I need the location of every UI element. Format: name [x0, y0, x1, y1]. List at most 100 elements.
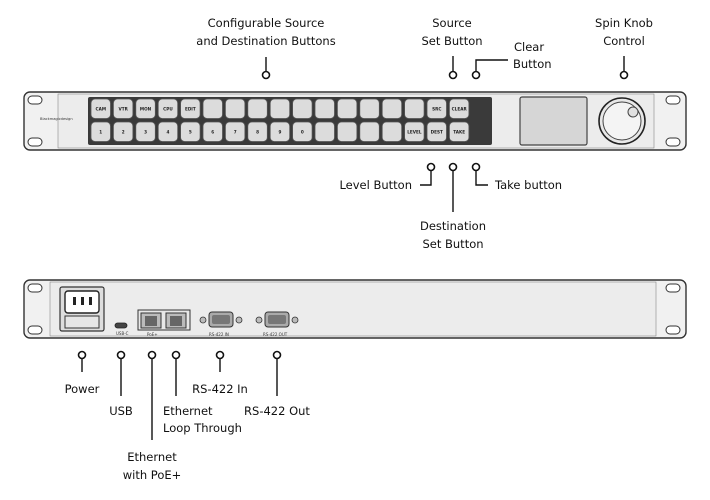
panel-button[interactable] [269, 121, 291, 142]
panel-button-label: EDIT [185, 106, 196, 111]
callout-source-set: Source Set Button [421, 16, 483, 80]
panel-button-label: CPU [163, 106, 173, 111]
panel-button[interactable] [180, 98, 201, 119]
svg-text:Spin Knob: Spin Knob [595, 16, 653, 30]
poe-label: PoE+ [147, 332, 158, 337]
svg-text:Level Button: Level Button [339, 178, 412, 192]
panel-button[interactable] [292, 121, 313, 142]
callout-spin-knob: Spin Knob Control [595, 16, 653, 80]
panel-button[interactable] [135, 121, 156, 142]
panel-button[interactable] [247, 121, 268, 142]
svg-text:Power: Power [65, 382, 100, 396]
front-panel: Blackmagicdesign CAM VTR MON CPU EDIT SRC CLEA… [23, 91, 687, 151]
svg-text:Take button: Take button [494, 178, 562, 192]
rack-hole [27, 283, 43, 293]
callout-ethernet-poe: Ethernet with PoE+ [123, 350, 181, 482]
svg-text:Button: Button [513, 57, 552, 71]
panel-button-label: SRC [432, 106, 441, 111]
panel-button[interactable] [404, 121, 425, 142]
back-panel: USB-C PoE+ RS-422 IN RS-422 OUT [23, 279, 687, 339]
callout-level: Level Button [339, 162, 436, 192]
panel-button[interactable] [314, 121, 335, 142]
panel-button-label: VTR [118, 106, 128, 111]
panel-button-label: DEST [431, 129, 443, 134]
svg-text:Set Button: Set Button [422, 237, 483, 251]
knob-dimple [627, 106, 639, 118]
rack-hole [665, 137, 681, 147]
panel-button[interactable] [359, 121, 380, 142]
rack-hole [665, 325, 681, 335]
panel-button-label: 6 [211, 129, 214, 134]
panel-button[interactable] [180, 121, 201, 142]
rs422-out-label: RS-422 OUT [263, 332, 288, 337]
lcd-screen [519, 96, 588, 146]
svg-text:Control: Control [603, 34, 645, 48]
panel-button-label: 1 [99, 129, 102, 134]
panel-button[interactable] [269, 98, 291, 119]
panel-button-label: MON [140, 106, 152, 111]
panel-button-label: LEVEL [407, 129, 422, 134]
svg-text:USB: USB [109, 404, 133, 418]
panel-button[interactable] [90, 98, 111, 119]
panel-button[interactable] [90, 121, 111, 142]
panel-button-label: TAKE [453, 129, 465, 134]
panel-button-label: 3 [144, 129, 147, 134]
panel-button[interactable] [224, 121, 246, 142]
panel-button[interactable] [448, 121, 470, 142]
callout-usb: USB [109, 350, 133, 418]
callout-clear: Clear Button [471, 40, 552, 80]
panel-button[interactable] [292, 98, 313, 119]
panel-button[interactable] [448, 98, 470, 119]
panel-button[interactable] [157, 98, 179, 119]
panel-button[interactable] [113, 98, 134, 119]
panel-button-label: CLEAR [452, 106, 468, 111]
rack-hole [27, 137, 43, 147]
panel-button-label: 7 [234, 129, 237, 134]
panel-button-label: 8 [256, 129, 259, 134]
usb-c-port[interactable]: USB-C [114, 322, 129, 336]
panel-button[interactable] [157, 121, 179, 142]
panel-button[interactable] [202, 121, 223, 142]
panel-button[interactable] [336, 98, 358, 119]
rack-hole [27, 95, 43, 105]
panel-button[interactable] [202, 98, 223, 119]
panel-button[interactable] [359, 98, 380, 119]
callout-configurable: Configurable Source and Destination Butt… [196, 16, 336, 80]
svg-text:RS-422 Out: RS-422 Out [244, 404, 310, 418]
rs422-in-port[interactable]: RS-422 IN [199, 311, 243, 337]
panel-button-label: 2 [122, 129, 125, 134]
power-socket[interactable] [59, 286, 105, 332]
svg-text:RS-422 In: RS-422 In [192, 382, 248, 396]
panel-button[interactable] [381, 98, 403, 119]
panel-button[interactable] [113, 121, 134, 142]
callout-rs422-out: RS-422 Out [244, 350, 310, 418]
panel-button[interactable] [314, 98, 335, 119]
ethernet-ports[interactable]: PoE+ [137, 309, 191, 337]
callout-rs422-in: RS-422 In [192, 350, 248, 396]
panel-button[interactable] [404, 98, 425, 119]
rack-hole [27, 325, 43, 335]
callout-power: Power [65, 350, 100, 396]
panel-button[interactable] [135, 98, 156, 119]
panel-button-label: 4 [166, 129, 169, 134]
panel-button-label: 0 [301, 129, 304, 134]
panel-button-label: 5 [189, 129, 192, 134]
panel-button[interactable] [247, 98, 268, 119]
panel-button-label: CAM [96, 106, 106, 111]
svg-text:Set Button: Set Button [421, 34, 482, 48]
panel-button[interactable] [381, 121, 403, 142]
panel-button[interactable] [224, 98, 246, 119]
panel-button[interactable] [336, 121, 358, 142]
svg-text:and Destination Buttons: and Destination Buttons [196, 34, 335, 48]
rack-hole [665, 95, 681, 105]
svg-text:Ethernet: Ethernet [163, 404, 213, 418]
usb-c-label: USB-C [116, 331, 129, 336]
rs422-in-label: RS-422 IN [209, 332, 229, 337]
panel-button[interactable] [426, 121, 447, 142]
brand-label: Blackmagicdesign [40, 117, 73, 121]
panel-button[interactable] [426, 98, 447, 119]
svg-text:Ethernet: Ethernet [127, 450, 177, 464]
rack-hole [665, 283, 681, 293]
rs422-out-port[interactable]: RS-422 OUT [255, 311, 299, 337]
